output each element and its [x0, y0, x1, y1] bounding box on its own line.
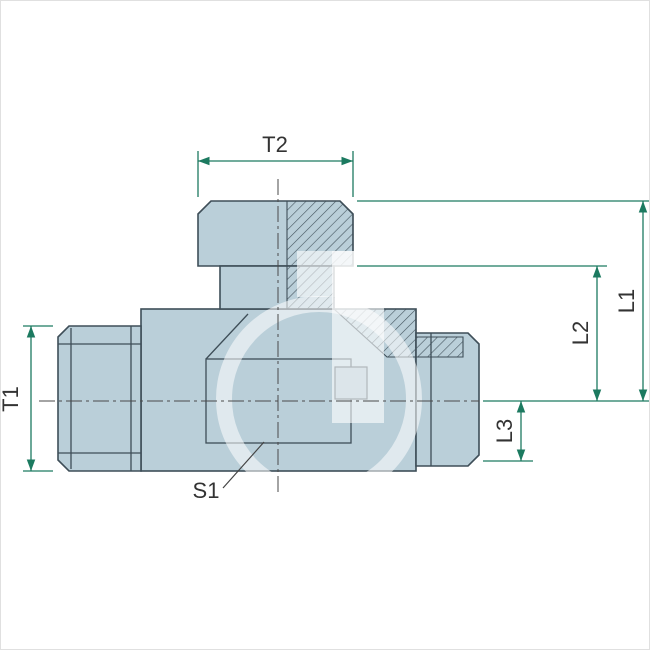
s1-leader-line — [222, 441, 265, 489]
dim-t2: T2 — [197, 132, 354, 197]
dim-label-l2: L2 — [568, 321, 593, 345]
left-port-stud — [57, 325, 142, 472]
dim-label-l3: L3 — [492, 419, 517, 443]
dim-label-t1: T1 — [1, 386, 23, 412]
dim-l1: L1 — [357, 200, 649, 402]
watermark-ring — [216, 296, 422, 502]
dim-l2: L2 — [357, 265, 607, 401]
dim-l3: L3 — [483, 401, 533, 462]
centerlines — [39, 179, 479, 493]
dimensions: T2 T1 L1 L2 L3 — [1, 132, 649, 503]
right-port-nut — [415, 332, 480, 467]
watermark — [216, 251, 425, 502]
dim-label-t2: T2 — [262, 132, 288, 157]
inner-chamfer-line — [205, 313, 249, 360]
dim-label-s1: S1 — [193, 478, 220, 503]
dim-t1: T1 — [1, 325, 53, 472]
callout-s1: S1 — [193, 441, 265, 503]
dim-label-l1: L1 — [614, 289, 639, 313]
watermark-letter-stem — [332, 251, 384, 423]
